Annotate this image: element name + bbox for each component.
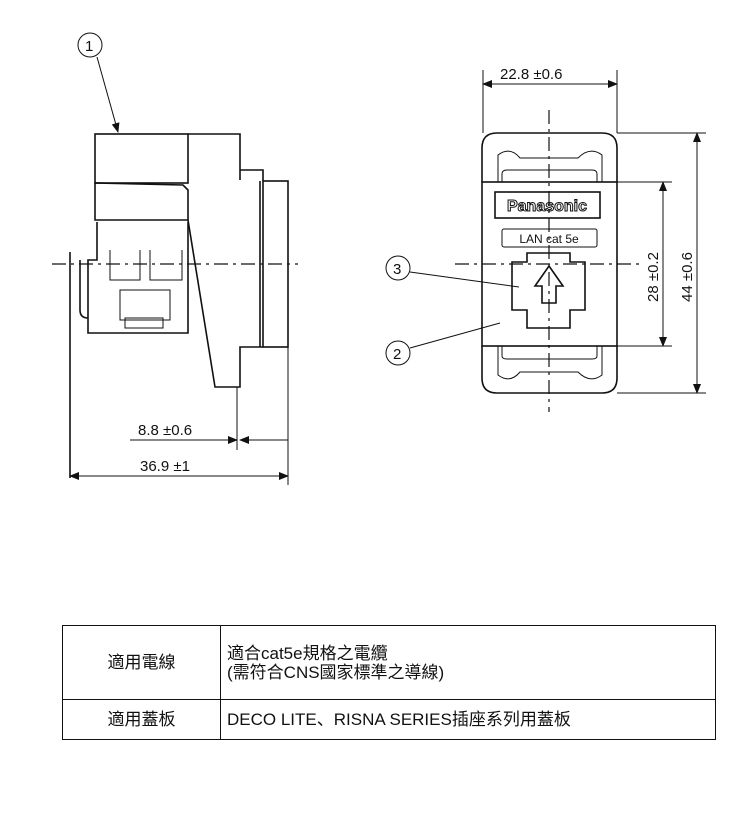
table-row: 適用蓋板 DECO LITE、RISNA SERIES插座系列用蓋板 [62,699,716,740]
brand-logo: Panasonic [507,198,587,215]
table-row: 適用電線 適合cat5e規格之電纜(需符合CNS國家標準之導線) [62,625,716,700]
dim-plate-height: 28 ±0.2 [645,252,662,302]
callout-2: 2 [393,346,401,363]
row-value-cable: 適合cat5e規格之電纜(需符合CNS國家標準之導線) [220,625,716,700]
dim-width: 22.8 ±0.6 [500,66,562,83]
technical-drawing: 8.8 ±0.6 36.9 ±1 1 Panasonic LAN cat 5e … [52,32,706,485]
callout-1: 1 [85,38,93,55]
dim-total-height: 44 ±0.6 [679,252,696,302]
dim-front-depth: 8.8 ±0.6 [138,422,192,439]
row-value-cover: DECO LITE、RISNA SERIES插座系列用蓋板 [220,699,716,740]
side-view: 8.8 ±0.6 36.9 ±1 1 [52,32,298,485]
callout-circle-1 [77,32,103,58]
row-header-cable: 適用電線 [62,625,221,700]
spec-table: 適用電線 適合cat5e規格之電纜(需符合CNS國家標準之導線) 適用蓋板 DE… [62,625,716,740]
cable-line-2: (需符合CNS國家標準之導線) [227,662,445,682]
front-view: Panasonic LAN cat 5e 22.8 ±0.6 28 ±0.2 4… [385,66,706,412]
cable-line-1: 適合cat5e規格之電纜 [227,643,388,663]
callout-3: 3 [393,261,401,278]
row-header-cover: 適用蓋板 [62,699,221,740]
dim-total-depth: 36.9 ±1 [140,458,190,475]
